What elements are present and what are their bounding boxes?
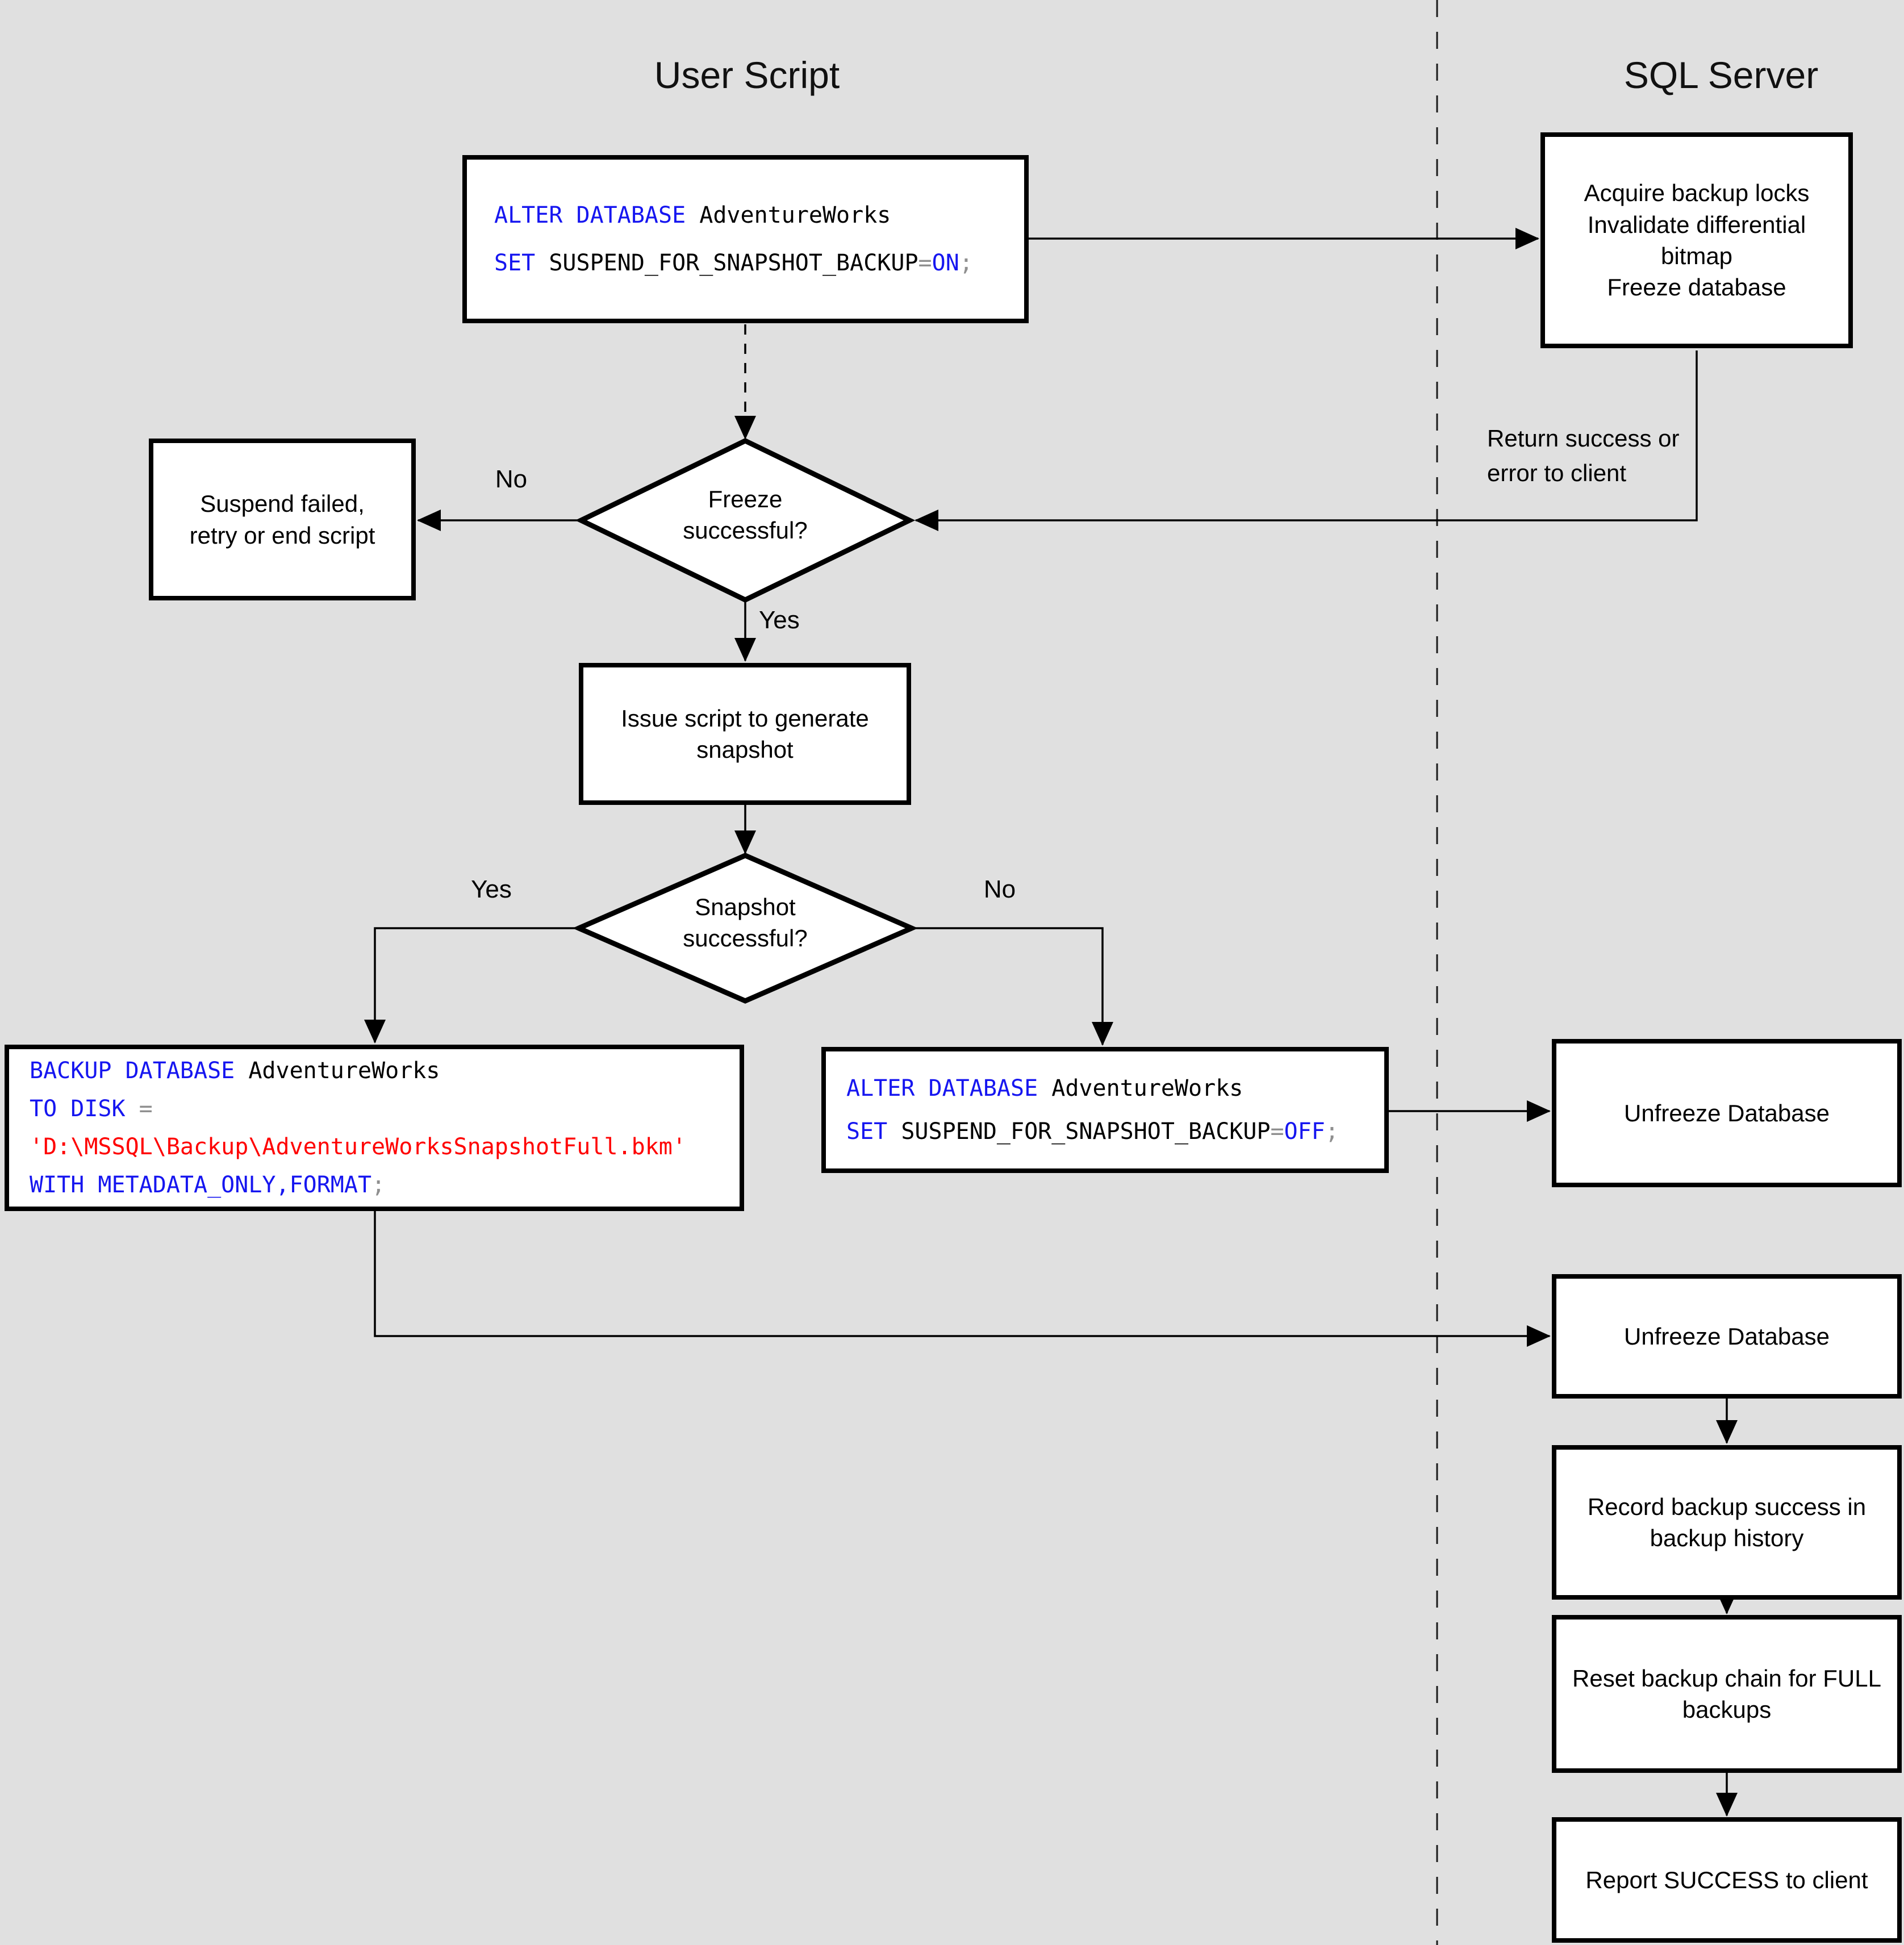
node-report-success: Report SUCCESS to client <box>1552 1817 1902 1943</box>
sql-keyword: SET <box>494 250 536 276</box>
code-line: SET SUSPEND_FOR_SNAPSHOT_BACKUP=ON; <box>494 239 973 287</box>
node-issue-snapshot-script: Issue script to generate snapshot <box>579 663 911 805</box>
node-text: Unfreeze Database <box>1624 1099 1830 1126</box>
edge-snapshot-no-alteroff <box>912 927 1113 1046</box>
node-alter-suspend-on: ALTER DATABASE AdventureWorks SET SUSPEN… <box>462 155 1029 323</box>
sql-identifier: AdventureWorks <box>1038 1075 1243 1101</box>
edge-label-snapshot-no: No <box>983 875 1016 903</box>
sql-identifier: AdventureWorks <box>686 202 891 228</box>
node-reset-backup-chain: Reset backup chain for FULL backups <box>1552 1615 1902 1773</box>
code-line: BACKUP DATABASE AdventureWorks <box>30 1052 440 1090</box>
node-unfreeze-database-2: Unfreeze Database <box>1552 1274 1902 1399</box>
sql-keyword: ALTER DATABASE <box>846 1075 1038 1101</box>
node-text: Issue script to generate snapshot <box>621 704 869 763</box>
node-text: Reset backup chain for FULL backups <box>1572 1664 1881 1723</box>
lane-title-user-script: User Script <box>654 54 840 96</box>
sql-keyword: WITH METADATA_ONLY,FORMAT <box>30 1171 372 1198</box>
sql-keyword: SET <box>846 1118 888 1145</box>
node-text: Report SUCCESS to client <box>1585 1866 1868 1893</box>
edge-snapshot-yes-backup <box>364 927 579 1044</box>
code-line: ALTER DATABASE AdventureWorks <box>494 191 891 239</box>
sql-identifier: SUSPEND_FOR_SNAPSHOT_BACKUP <box>887 1118 1271 1145</box>
sql-keyword: ON <box>932 250 959 276</box>
node-backup-database: BACKUP DATABASE AdventureWorks TO DISK =… <box>5 1045 744 1211</box>
code-line: 'D:\MSSQL\Backup\AdventureWorksSnapshotF… <box>30 1128 686 1166</box>
node-text: Suspend failed, retry or end script <box>189 490 375 549</box>
sql-keyword: BACKUP DATABASE <box>30 1057 235 1084</box>
sql-keyword: OFF <box>1284 1118 1325 1145</box>
node-text-line: Freeze database <box>1607 274 1786 301</box>
sql-identifier: SUSPEND_FOR_SNAPSHOT_BACKUP <box>535 250 918 276</box>
sql-keyword: ALTER DATABASE <box>494 202 686 228</box>
node-text: Record backup success in backup history <box>1587 1493 1867 1551</box>
code-line: ALTER DATABASE AdventureWorks <box>846 1067 1243 1110</box>
sql-operator: ; <box>959 250 973 276</box>
node-text-line: Acquire backup locks <box>1584 180 1810 207</box>
edge-label-snapshot-yes: Yes <box>471 875 512 903</box>
node-suspend-failed: Suspend failed, retry or end script <box>149 439 416 600</box>
code-line: TO DISK = <box>30 1090 153 1128</box>
sql-operator: = <box>125 1095 153 1122</box>
lane-title-sql-server: SQL Server <box>1623 54 1819 96</box>
code-line: WITH METADATA_ONLY,FORMAT; <box>30 1166 385 1204</box>
sql-operator: = <box>918 250 932 276</box>
edge-backup-unfreeze2 <box>374 1211 1551 1347</box>
node-unfreeze-database-1: Unfreeze Database <box>1552 1039 1902 1187</box>
code-line: SET SUSPEND_FOR_SNAPSHOT_BACKUP=OFF; <box>846 1110 1339 1153</box>
node-text-line: Invalidate differential bitmap <box>1587 211 1806 269</box>
sql-identifier: AdventureWorks <box>235 1057 440 1084</box>
node-record-backup-history: Record backup success in backup history <box>1552 1445 1902 1600</box>
snapshot-decision-label: Snapshot successful? <box>683 894 808 951</box>
return-success-note: Return success or error to client <box>1487 425 1680 486</box>
node-alter-suspend-off: ALTER DATABASE AdventureWorks SET SUSPEN… <box>821 1047 1389 1173</box>
sql-operator: ; <box>371 1171 386 1198</box>
sql-operator: ; <box>1325 1118 1339 1145</box>
node-acquire-backup-locks: Acquire backup locks Invalidate differen… <box>1540 132 1853 348</box>
edge-label-freeze-no: No <box>495 465 528 493</box>
node-text: Unfreeze Database <box>1624 1322 1830 1350</box>
freeze-decision-diamond <box>575 437 916 603</box>
freeze-decision-label: Freeze successful? <box>683 486 808 544</box>
sql-keyword: TO DISK <box>30 1095 126 1122</box>
snapshot-decision-diamond <box>572 853 918 1004</box>
sql-string: 'D:\MSSQL\Backup\AdventureWorksSnapshotF… <box>30 1133 686 1160</box>
edge-acquire-freeze <box>915 350 1698 531</box>
sql-operator: = <box>1270 1118 1284 1145</box>
edge-label-freeze-yes: Yes <box>759 606 800 634</box>
